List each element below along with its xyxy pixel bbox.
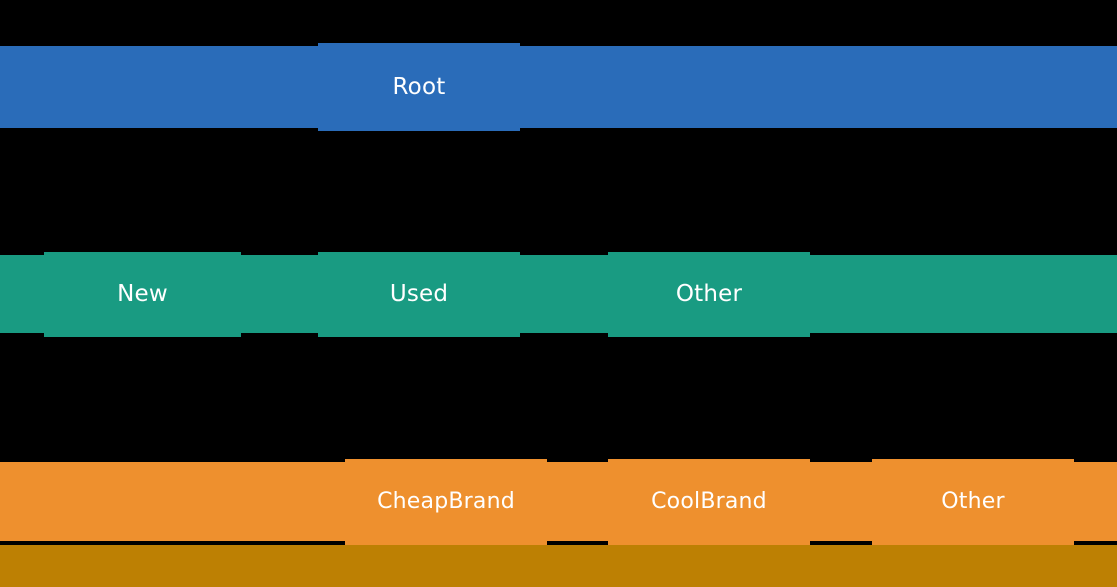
node-label: CheapBrand [377, 489, 515, 514]
node-used[interactable]: Used [318, 252, 520, 337]
node-label: Other [941, 489, 1005, 514]
node-segment[interactable] [0, 46, 318, 128]
node-segment[interactable] [1074, 462, 1117, 541]
node-new[interactable]: New [44, 252, 241, 337]
node-segment[interactable] [810, 462, 872, 541]
node-segment[interactable] [547, 462, 608, 541]
node-other[interactable]: Other [608, 252, 810, 337]
node-root[interactable]: Root [318, 43, 520, 131]
node-segment[interactable] [0, 255, 44, 333]
node-cheapbrand[interactable]: CheapBrand [345, 459, 547, 545]
node-coolbrand[interactable]: CoolBrand [608, 459, 810, 545]
node-segment[interactable] [241, 255, 318, 333]
node-other[interactable]: Other [872, 459, 1074, 545]
node-label: Root [392, 73, 446, 100]
node-segment[interactable] [0, 545, 1117, 587]
node-segment[interactable] [520, 46, 1117, 128]
node-segment[interactable] [0, 462, 345, 541]
node-label: Used [389, 281, 449, 307]
node-label: CoolBrand [651, 489, 767, 514]
node-label: Other [675, 281, 743, 307]
node-segment[interactable] [810, 255, 1117, 333]
node-segment[interactable] [520, 255, 608, 333]
node-label: New [117, 281, 168, 307]
